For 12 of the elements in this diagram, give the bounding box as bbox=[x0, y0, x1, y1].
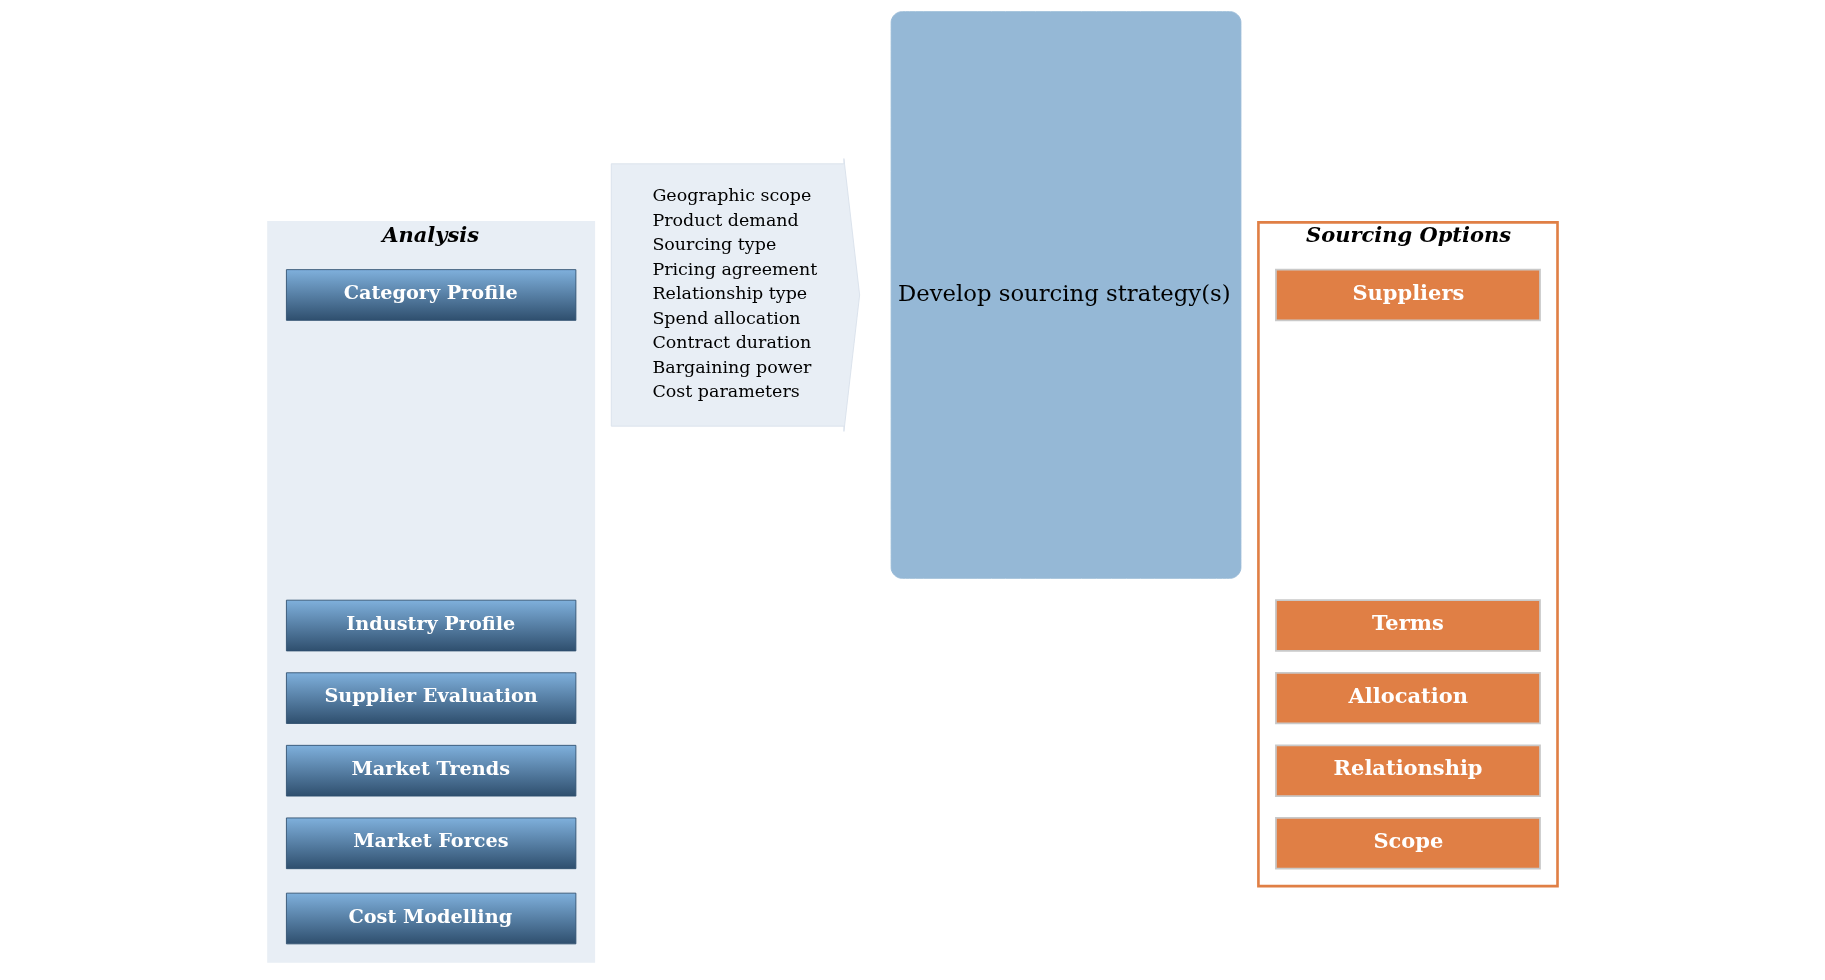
node-box: Industry Profile bbox=[285, 599, 576, 652]
node-box: Allocation bbox=[1274, 671, 1541, 725]
node-box: Market Trends bbox=[285, 744, 576, 797]
node-box: Develop sourcing strategy(s) bbox=[890, 11, 1241, 579]
node-box: Category Profile bbox=[285, 269, 576, 321]
node-box: Relationship bbox=[1274, 744, 1541, 797]
node-box: Suppliers bbox=[1274, 268, 1541, 322]
node-box: Terms bbox=[1274, 599, 1541, 652]
node-box: Market Forces bbox=[285, 817, 576, 870]
node-box: Cost Modelling bbox=[285, 892, 576, 945]
node-box: Scope bbox=[1274, 817, 1541, 870]
node-box: Supplier Evaluation bbox=[285, 672, 576, 724]
